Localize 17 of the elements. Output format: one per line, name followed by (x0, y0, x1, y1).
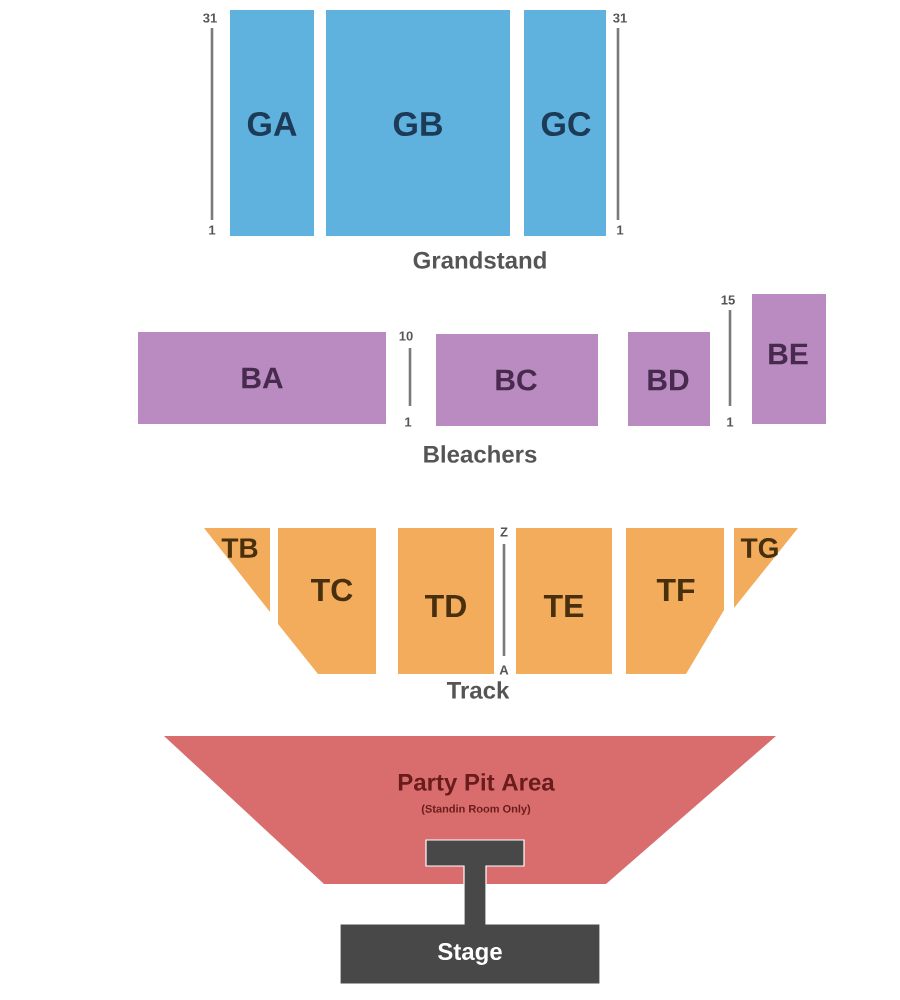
seating-section: GB (326, 10, 510, 236)
area-label: Bleachers (424, 445, 537, 463)
seating-section: TC (278, 528, 376, 674)
seating-section: TG (734, 528, 798, 608)
area-label: Track (446, 681, 510, 699)
seating-section: BD (628, 332, 710, 426)
seating-section: TB (204, 528, 270, 612)
seating-section: BE (752, 294, 826, 424)
stage: Stage (339, 839, 601, 985)
seating-section: BC (436, 334, 598, 426)
seating-section: TE (516, 528, 612, 674)
seating-section: GC (524, 10, 606, 236)
seating-section: GA (230, 10, 314, 236)
area-label: Grandstand (413, 251, 546, 269)
seating-section: TF (626, 528, 724, 674)
seating-section: TD (398, 528, 494, 674)
seating-section: BA (138, 332, 386, 424)
